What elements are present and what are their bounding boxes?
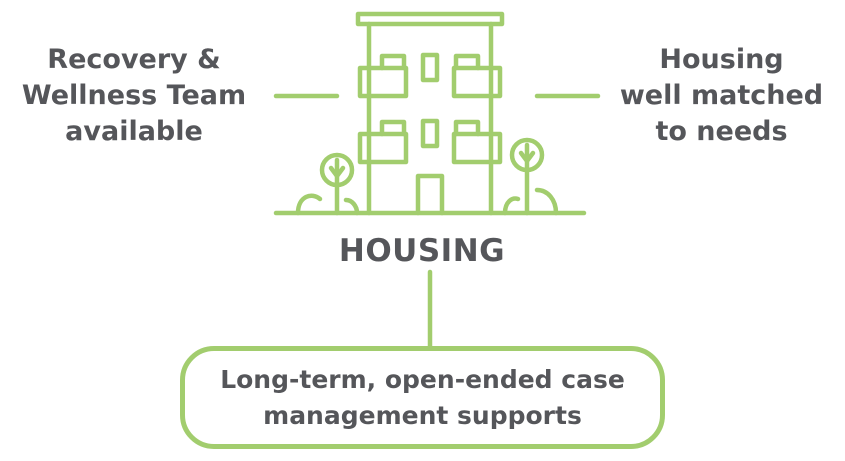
tree-icon [295, 152, 360, 216]
window [420, 52, 440, 83]
label-line: available [65, 116, 203, 147]
label-line: well matched [619, 80, 824, 111]
box-line: Long-term, open-ended case [220, 364, 625, 394]
case-management-text: Long-term, open-ended case management su… [220, 362, 625, 434]
label-line: Wellness Team [21, 80, 247, 111]
label-line: Recovery & [47, 44, 221, 75]
balcony-door [453, 53, 481, 71]
roof [355, 11, 505, 27]
window [420, 118, 440, 149]
housing-matched-label: Housing well matched to needs [598, 42, 845, 150]
box-line: management supports [263, 400, 582, 430]
apartment-building-icon [273, 11, 587, 216]
balcony-door [453, 119, 481, 137]
entrance-door [415, 173, 445, 216]
balcony-door [379, 53, 407, 71]
housing-title: HOUSING [338, 233, 506, 269]
tree-icon [502, 137, 559, 216]
balcony-door [379, 119, 407, 137]
label-line: to needs [655, 116, 788, 147]
case-management-box: Long-term, open-ended case management su… [180, 346, 665, 449]
recovery-wellness-team-label: Recovery & Wellness Team available [0, 42, 268, 150]
label-line: Housing [659, 44, 784, 75]
